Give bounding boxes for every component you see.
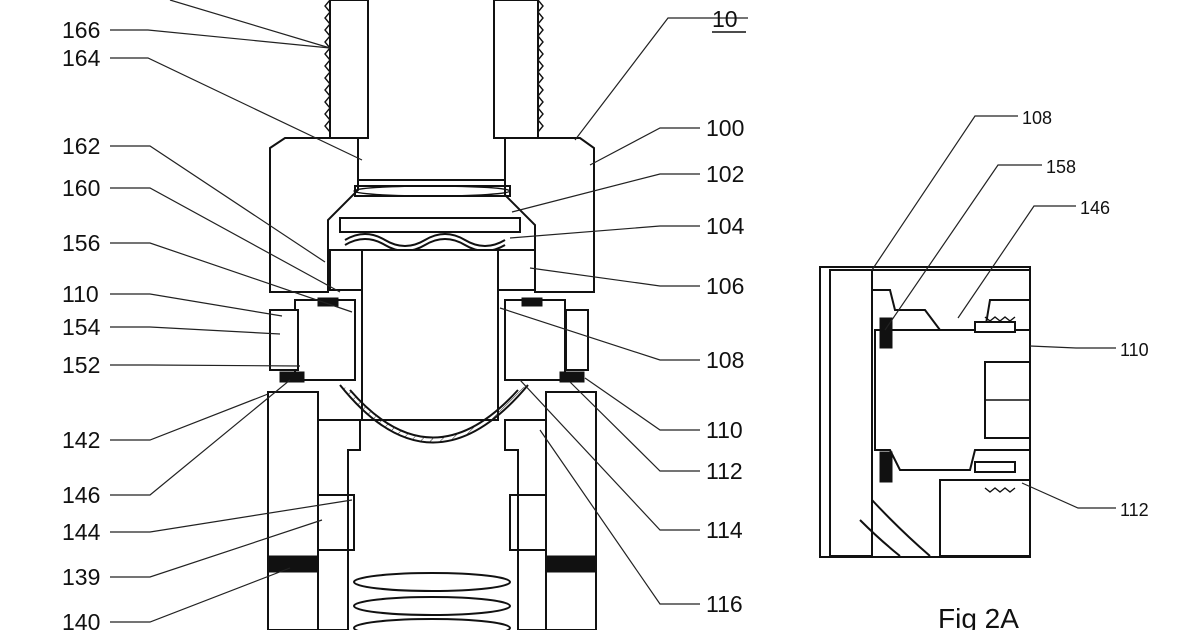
retaining-ring [353, 185, 511, 197]
ref-label-102: 102 [706, 161, 744, 187]
ref-label-156: 156 [62, 230, 100, 256]
detail-label-110: 110 [1120, 340, 1149, 360]
ref-label-144: 144 [62, 519, 101, 545]
ref-label-160: 160 [62, 175, 100, 201]
ball-seat [329, 249, 536, 444]
ref-label-154: 154 [62, 314, 101, 340]
ref-label-116: 116 [706, 591, 743, 617]
lower-housing [267, 391, 597, 630]
ref-label-114: 114 [706, 517, 743, 543]
ref-label-100: 100 [706, 115, 744, 141]
detail-label-146: 146 [1080, 198, 1110, 218]
main-section-view: 166 164 162 160 156 110 154 152 142 146 … [62, 0, 748, 630]
figure-caption: Fig 2A [938, 603, 1019, 630]
ref-label-140: 140 [62, 609, 100, 630]
ref-label-164: 164 [62, 45, 101, 71]
ref-label-104: 104 [706, 213, 745, 239]
wave-spring [339, 217, 521, 252]
detail-label-108: 108 [1022, 108, 1052, 128]
ref-label-106: 106 [706, 273, 744, 299]
coil-spring [353, 572, 511, 630]
ref-label-110-right: 110 [706, 417, 743, 443]
leader-lines-right [499, 17, 748, 605]
middle-housing [269, 297, 589, 383]
detail-label-112: 112 [1120, 500, 1149, 520]
ref-label-162: 162 [62, 133, 100, 159]
ref-label-110-left: 110 [62, 281, 99, 307]
detail-leader-lines [871, 115, 1116, 509]
detail-label-158: 158 [1046, 157, 1076, 177]
ref-label-142: 142 [62, 427, 100, 453]
left-reference-labels: 166 164 162 160 156 110 154 152 142 146 … [62, 17, 101, 630]
threaded-stem [324, 0, 544, 139]
upper-housing [269, 137, 595, 293]
ref-label-112: 112 [706, 458, 743, 484]
right-reference-labels: 10 100 102 104 106 108 110 112 114 116 [706, 6, 746, 617]
leader-lines-left [110, 0, 363, 623]
detail-view: 108 158 146 110 112 Fig 2A [819, 108, 1149, 630]
ref-label-139: 139 [62, 564, 100, 590]
ref-label-146: 146 [62, 482, 100, 508]
ref-label-166: 166 [62, 17, 100, 43]
detail-reference-labels: 108 158 146 110 112 [1022, 108, 1149, 520]
ref-label-108: 108 [706, 347, 744, 373]
ref-label-152: 152 [62, 352, 100, 378]
ref-label-10: 10 [712, 6, 738, 32]
